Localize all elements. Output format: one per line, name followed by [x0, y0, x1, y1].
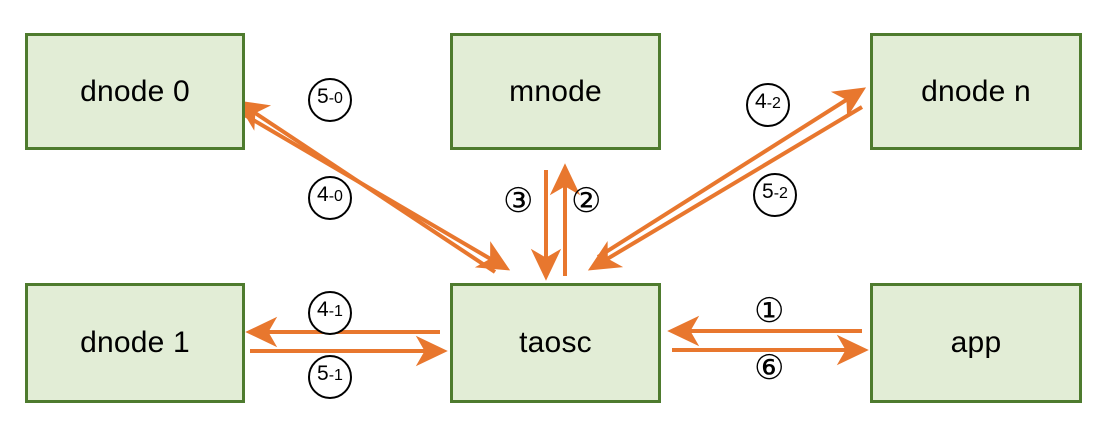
- node-dnode-n[interactable]: dnode n: [870, 33, 1082, 150]
- edge-label-4-0: 4-0: [308, 176, 352, 220]
- node-label: dnode n: [921, 74, 1031, 108]
- edge-label-main-digit: 5: [317, 362, 329, 385]
- edge-label-3: ③: [503, 181, 534, 221]
- edge-label-5-2: 5-2: [753, 173, 797, 217]
- edge-label-4-1: 4-1: [308, 291, 352, 335]
- node-label: mnode: [509, 74, 602, 108]
- edge-label-main-digit: 4: [317, 183, 329, 206]
- edge-label-sub-digit: -0: [328, 188, 343, 205]
- edge-label-main-digit: 5: [762, 180, 774, 203]
- node-label: dnode 0: [80, 74, 190, 108]
- edge-label-4-2: 4-2: [746, 83, 790, 127]
- edge-label-sub-digit: -1: [328, 367, 343, 384]
- node-label: dnode 1: [80, 326, 190, 359]
- edge-label-main-digit: 4: [317, 298, 329, 321]
- node-label: taosc: [519, 326, 592, 359]
- edge-label-sub-digit: -0: [328, 90, 343, 107]
- node-dnode-0[interactable]: dnode 0: [25, 33, 245, 150]
- edge-label-5-0: 5-0: [308, 78, 352, 122]
- edge-label-main-digit: 4: [755, 90, 767, 113]
- edge-label-6: ⑥: [754, 348, 785, 388]
- node-mnode[interactable]: mnode: [450, 33, 661, 150]
- edge-label-main-digit: 5: [317, 85, 329, 108]
- edge-label-sub-digit: -1: [328, 303, 343, 320]
- edge-label-2: ②: [571, 181, 602, 221]
- edge-label-1: ①: [754, 291, 785, 331]
- node-dnode-1[interactable]: dnode 1: [25, 283, 245, 403]
- node-app[interactable]: app: [870, 283, 1082, 403]
- edge-label-5-1: 5-1: [308, 355, 352, 399]
- edge-label-sub-digit: -2: [773, 185, 788, 202]
- node-taosc[interactable]: taosc: [450, 283, 661, 403]
- edge-label-sub-digit: -2: [766, 95, 781, 112]
- node-label: app: [950, 326, 1002, 359]
